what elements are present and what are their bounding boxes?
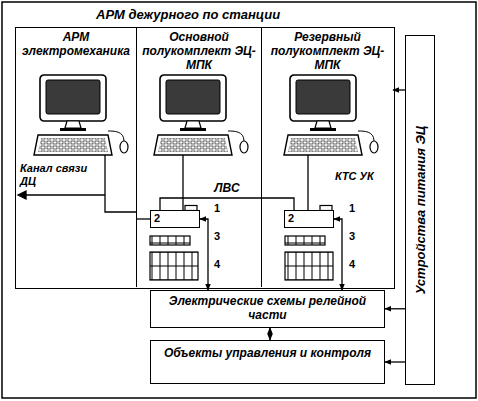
connector (160, 198, 294, 210)
callout-number: 3 (349, 230, 355, 243)
node-text: Резервный полукомплект ЭЦ-МПК (264, 31, 391, 72)
workstation-column: АРМ электромеханика (16, 28, 136, 287)
channel-label: Канал связи ДЦ (20, 162, 100, 187)
callout-number: 2 (285, 211, 333, 226)
node-text: Устройства питания ЭЦ (413, 126, 428, 295)
edge-label: ЛВС (212, 182, 241, 195)
callout-number: 1 (214, 202, 220, 215)
callout-number: 4 (349, 258, 355, 271)
connector (334, 219, 342, 290)
node-text: АРМ электромеханика (18, 31, 134, 59)
node-text: Объекты управления и контроля (157, 347, 378, 361)
connector (385, 308, 405, 309)
controlled-objects-box: Объекты управления и контроля (150, 340, 385, 384)
node-text: Основной полукомплект ЭЦ-МПК (139, 31, 259, 72)
module-rack (150, 236, 333, 280)
callout-number: 3 (214, 230, 220, 243)
processor-unit: 2 (150, 210, 200, 228)
connector (269, 328, 270, 340)
station-panel: АРМ дежурного по станцииАРМ электромехан… (15, 27, 395, 289)
figure-frame (2, 2, 476, 398)
connector (136, 218, 150, 219)
node-text: АРМ дежурного по станции (96, 7, 280, 22)
workstation-column: Резервный полукомплект ЭЦ-МПК 2 (261, 28, 393, 287)
callout-number: 1 (349, 202, 355, 215)
relay-circuits-box: Электрические схемы релейной части (150, 290, 385, 328)
callout-number: 2 (151, 211, 199, 226)
connector (385, 361, 405, 362)
connector (200, 219, 208, 290)
callout-number: 4 (214, 258, 220, 271)
power-supply-box: Устройства питания ЭЦ (405, 35, 435, 385)
workstation-column: Основной полукомплект ЭЦ-МПК 2 (136, 28, 261, 287)
group-label: КТС УК (335, 170, 374, 183)
cable-wire (18, 155, 308, 212)
node-text: Электрические схемы релейной части (157, 295, 378, 323)
computer-icon (34, 75, 378, 155)
processor-unit: 2 (284, 210, 334, 228)
